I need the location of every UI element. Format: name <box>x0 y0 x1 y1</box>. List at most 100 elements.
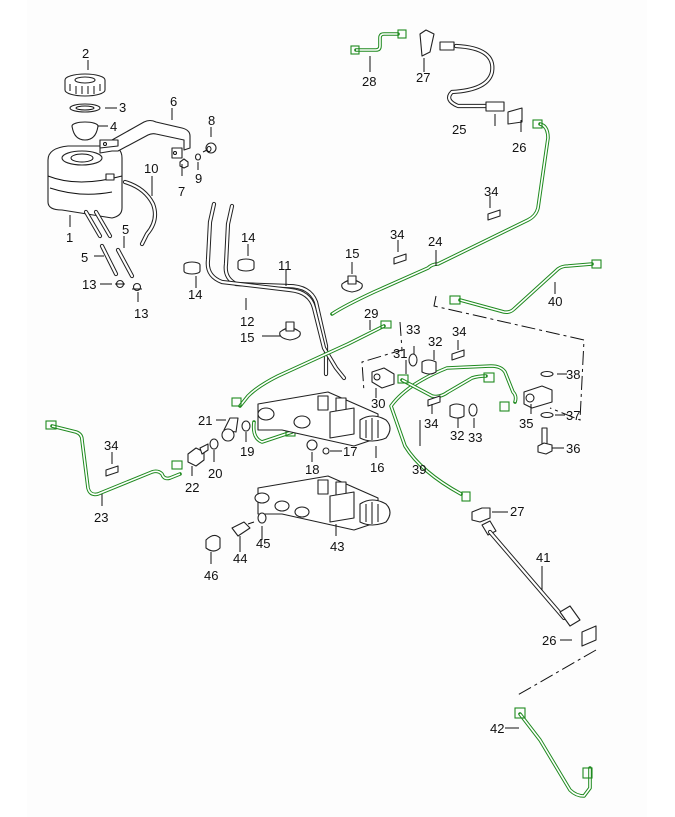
label-45[interactable]: 45 <box>256 536 270 551</box>
part-8-nut[interactable] <box>202 142 217 154</box>
label-7[interactable]: 7 <box>178 184 185 199</box>
part-18-plug[interactable] <box>306 439 318 451</box>
part-44-brake-light-switch[interactable] <box>231 521 255 537</box>
part-36-bolt[interactable] <box>537 427 553 455</box>
part-30-junction-fitting[interactable] <box>371 367 395 389</box>
label-34-e[interactable]: 34 <box>104 438 118 453</box>
part-29-brake-pipe[interactable] <box>238 320 392 408</box>
part-1-reservoir[interactable] <box>47 145 123 239</box>
label-27-lower[interactable]: 27 <box>510 504 524 519</box>
part-34-sleeve-e[interactable] <box>105 465 119 477</box>
label-34-d[interactable]: 34 <box>424 416 438 431</box>
label-12[interactable]: 12 <box>240 314 254 329</box>
label-34-b[interactable]: 34 <box>390 227 404 242</box>
label-5-left[interactable]: 5 <box>81 250 88 265</box>
part-13-hose-clamp-right[interactable] <box>132 282 142 292</box>
label-44[interactable]: 44 <box>233 551 247 566</box>
part-7-clip[interactable] <box>179 158 189 169</box>
part-22-banjo-bolt[interactable] <box>187 443 209 467</box>
label-43[interactable]: 43 <box>330 539 344 554</box>
part-10-vent-hose[interactable] <box>122 179 158 247</box>
label-41[interactable]: 41 <box>536 550 550 565</box>
label-24[interactable]: 24 <box>428 234 442 249</box>
label-22[interactable]: 22 <box>185 480 199 495</box>
label-10[interactable]: 10 <box>144 161 158 176</box>
label-8[interactable]: 8 <box>208 113 215 128</box>
part-43-master-cylinder[interactable] <box>254 475 391 531</box>
part-34-sleeve-b[interactable] <box>393 253 407 265</box>
label-5-right[interactable]: 5 <box>122 222 129 237</box>
part-9-washer[interactable] <box>194 153 202 161</box>
part-28-brake-pipe[interactable] <box>350 29 407 55</box>
label-9[interactable]: 9 <box>195 171 202 186</box>
part-14-grommet-left[interactable] <box>183 261 201 275</box>
part-42-brake-pipe[interactable] <box>514 707 593 798</box>
part-25-brake-hose[interactable] <box>439 41 505 112</box>
label-19[interactable]: 19 <box>240 444 254 459</box>
label-37[interactable]: 37 <box>566 408 580 423</box>
part-27-bracket-lower[interactable] <box>471 507 491 523</box>
part-39-brake-pipe[interactable] <box>389 364 518 502</box>
label-28[interactable]: 28 <box>362 74 376 89</box>
label-2[interactable]: 2 <box>82 46 89 61</box>
label-33-upper[interactable]: 33 <box>406 322 420 337</box>
part-3-seal-ring[interactable] <box>69 103 101 113</box>
part-32-cap-upper[interactable] <box>421 359 437 375</box>
label-16[interactable]: 16 <box>370 460 384 475</box>
label-32-lower[interactable]: 32 <box>450 428 464 443</box>
label-14-lower[interactable]: 14 <box>188 287 202 302</box>
part-26-bracket-upper[interactable] <box>507 107 523 125</box>
part-17-o-ring[interactable] <box>322 447 330 455</box>
part-16-master-cylinder[interactable] <box>257 391 391 447</box>
label-26-upper[interactable]: 26 <box>512 140 526 155</box>
part-33-clip-lower[interactable] <box>468 403 478 417</box>
label-29[interactable]: 29 <box>364 306 378 321</box>
part-34-sleeve-a[interactable] <box>487 209 501 221</box>
part-2-reservoir-cap[interactable] <box>64 73 106 97</box>
part-26-bracket-lower[interactable] <box>581 625 597 647</box>
label-32-upper[interactable]: 32 <box>428 334 442 349</box>
label-4[interactable]: 4 <box>110 119 117 134</box>
part-40-brake-pipe[interactable] <box>449 259 602 314</box>
part-32-cap-lower[interactable] <box>449 403 465 419</box>
label-35[interactable]: 35 <box>519 416 533 431</box>
part-23-brake-pipe[interactable] <box>45 420 183 497</box>
label-40[interactable]: 40 <box>548 294 562 309</box>
part-33-clip-upper[interactable] <box>408 353 418 367</box>
label-46[interactable]: 46 <box>204 568 218 583</box>
label-34-c[interactable]: 34 <box>452 324 466 339</box>
label-42[interactable]: 42 <box>490 721 504 736</box>
part-27-bracket-upper[interactable] <box>419 29 435 57</box>
label-39[interactable]: 39 <box>412 462 426 477</box>
part-34-sleeve-c[interactable] <box>451 349 465 361</box>
label-20[interactable]: 20 <box>208 466 222 481</box>
label-27-upper[interactable]: 27 <box>416 70 430 85</box>
part-15-plug-upper[interactable] <box>341 275 363 293</box>
part-12-brake-line[interactable] <box>205 201 347 381</box>
label-30[interactable]: 30 <box>371 396 385 411</box>
label-15-upper[interactable]: 15 <box>345 246 359 261</box>
label-34-a[interactable]: 34 <box>484 184 498 199</box>
part-34-sleeve-d[interactable] <box>427 395 441 407</box>
part-4-strainer[interactable] <box>71 121 99 141</box>
part-14-grommet-right[interactable] <box>237 258 255 272</box>
part-41-brake-hose[interactable] <box>481 520 581 627</box>
part-45-o-ring[interactable] <box>257 512 267 524</box>
label-25[interactable]: 25 <box>452 122 466 137</box>
label-36[interactable]: 36 <box>566 441 580 456</box>
part-35-t-piece[interactable] <box>523 385 553 409</box>
label-18[interactable]: 18 <box>305 462 319 477</box>
label-13-left[interactable]: 13 <box>82 277 96 292</box>
label-1[interactable]: 1 <box>66 230 73 245</box>
label-6[interactable]: 6 <box>170 94 177 109</box>
part-15-plug-lower[interactable] <box>279 321 301 341</box>
label-31[interactable]: 31 <box>393 346 407 361</box>
label-23[interactable]: 23 <box>94 510 108 525</box>
label-33-lower[interactable]: 33 <box>468 430 482 445</box>
label-14-upper[interactable]: 14 <box>241 230 255 245</box>
label-15-lower[interactable]: 15 <box>240 330 254 345</box>
part-46-sensor-plug[interactable] <box>205 534 221 552</box>
part-13-hose-clamp-left[interactable] <box>115 279 125 289</box>
label-21[interactable]: 21 <box>198 413 212 428</box>
part-24-brake-pipe[interactable] <box>330 119 550 316</box>
